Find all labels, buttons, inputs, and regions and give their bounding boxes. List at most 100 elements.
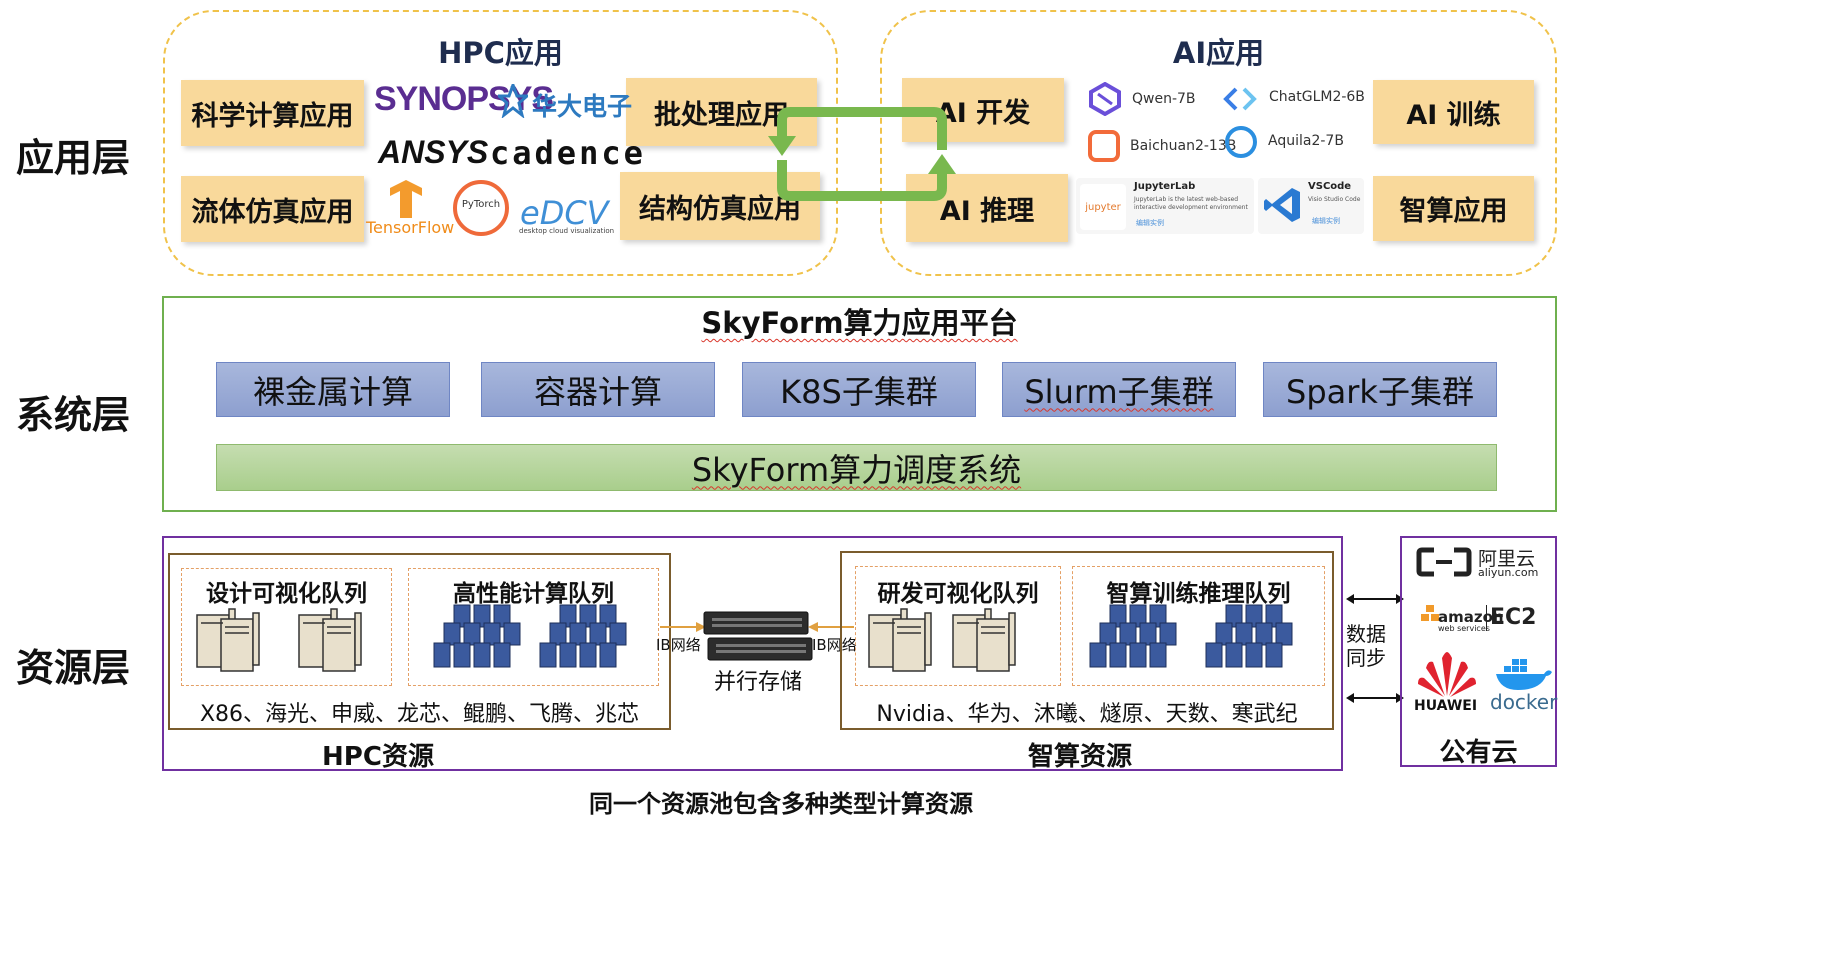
huada-logo: 华大电子: [532, 92, 633, 121]
cadence-logo: cadence: [490, 134, 646, 172]
platform-region: [162, 296, 1557, 512]
resource-pool-region: [162, 536, 1343, 771]
aws-boxes-icon: [1420, 604, 1440, 624]
model-label-aquila: Aquila2-7B: [1268, 133, 1344, 149]
jupyterlab-card[interactable]: jupyter JupyterLab JupyterLab is the lat…: [1076, 178, 1254, 234]
module-bare-metal[interactable]: 裸金属计算: [216, 362, 450, 417]
edcv-subtitle: desktop cloud visualization: [519, 227, 615, 235]
amazon-subtitle: web services: [1438, 624, 1490, 633]
ib-network-left: IB网络: [656, 636, 701, 654]
app-box-ai-inference[interactable]: AI 推理: [906, 174, 1068, 242]
vscode-title: VSCode: [1308, 181, 1352, 192]
ec2-label: EC2: [1490, 605, 1537, 630]
ai-vendor-list: Nvidia、华为、沐曦、燧原、天数、寒武纪: [876, 702, 1298, 727]
amazon-label: amazon: [1438, 608, 1504, 626]
workstation-icon: [298, 608, 362, 672]
app-box-structural-simulation[interactable]: 结构仿真应用: [620, 172, 820, 240]
model-label-qwen: Qwen-7B: [1132, 91, 1196, 107]
module-slurm[interactable]: Slurm子集群: [1002, 362, 1236, 417]
app-box-scientific[interactable]: 科学计算应用: [181, 80, 364, 146]
pytorch-icon: [453, 180, 509, 236]
queue-hpc[interactable]: [408, 568, 659, 686]
aliyun-label: 阿里云: [1478, 548, 1536, 570]
jupyterlab-title: JupyterLab: [1134, 181, 1196, 192]
sync-arrow-top-icon: [1346, 594, 1404, 604]
server-cluster-icon: [433, 604, 521, 668]
hpc-app-region: [163, 10, 838, 276]
layer-label-system: 系统层: [16, 393, 131, 437]
workstation-icon: [952, 608, 1016, 672]
hpc-resource-title: HPC资源: [322, 742, 434, 772]
ansys-logo: ANSYS: [378, 134, 489, 170]
hpc-vendor-list: X86、海光、申威、龙芯、鲲鹏、飞腾、兆芯: [199, 702, 640, 727]
vscode-action[interactable]: 编辑实例: [1312, 217, 1340, 225]
storage-array-icon: [703, 611, 813, 661]
jupyterlab-desc: JupyterLab is the latest web-based inter…: [1134, 196, 1248, 211]
chatglm-icon: [1222, 86, 1258, 112]
app-box-fluid-simulation[interactable]: 流体仿真应用: [181, 176, 364, 242]
platform-title-wrap: SkyForm算力应用平台: [162, 300, 1557, 342]
ai-resource-title: 智算资源: [1027, 742, 1132, 772]
jupyterlab-action[interactable]: 编辑实例: [1136, 219, 1164, 227]
vscode-desc: Visio Studio Code: [1308, 196, 1361, 203]
queue-rd-visualization[interactable]: [855, 566, 1061, 686]
tensorflow-logo: TensorFlow: [366, 218, 455, 237]
resource-pool-caption: 同一个资源池包含多种类型计算资源: [589, 790, 973, 818]
data-sync-label: 数据同步: [1346, 622, 1386, 670]
scheduler-label: SkyForm算力调度系统: [691, 450, 1022, 489]
workstation-icon: [868, 608, 932, 672]
server-cluster-icon: [539, 604, 627, 668]
docker-whale-icon: [1494, 656, 1554, 692]
docker-label: docker: [1490, 690, 1558, 714]
edcv-logo: eDCV: [520, 194, 609, 232]
server-cluster-icon: [1205, 604, 1293, 668]
baichuan-icon: [1088, 130, 1120, 162]
platform-title: SkyForm算力应用平台: [701, 306, 1018, 340]
hpc-app-title: HPC应用: [438, 36, 563, 70]
model-label-chatglm: ChatGLM2-6B: [1269, 89, 1365, 105]
qwen-icon: [1088, 81, 1122, 117]
aquila-icon: [1225, 126, 1257, 158]
module-spark[interactable]: Spark子集群: [1263, 362, 1497, 417]
queue-title-hpc: 高性能计算队列: [453, 581, 614, 607]
pytorch-logo: PyTorch: [461, 199, 501, 210]
huada-star-icon: [495, 80, 531, 119]
aws-divider: [1486, 605, 1487, 631]
ib-network-right: IB网络: [812, 636, 857, 654]
vscode-card[interactable]: VSCode Visio Studio Code 编辑实例: [1258, 178, 1364, 234]
queue-title-design-visualization: 设计可视化队列: [206, 581, 367, 607]
layer-label-resource: 资源层: [16, 646, 131, 690]
jupyter-icon: jupyter: [1080, 184, 1126, 230]
ib-arrow-right-icon: [808, 622, 854, 632]
ib-arrow-left-icon: [660, 622, 706, 632]
module-k8s[interactable]: K8S子集群: [742, 362, 976, 417]
sync-arrow-bottom-icon: [1346, 693, 1404, 703]
tensorflow-icon: [388, 180, 424, 220]
vscode-icon: [1262, 184, 1304, 226]
aliyun-icon: [1416, 547, 1472, 577]
public-cloud-title: 公有云: [1439, 738, 1518, 768]
loop-arrows: [768, 107, 956, 201]
queue-title-ai-training-inference: 智算训练推理队列: [1106, 581, 1291, 607]
ai-app-region: [880, 10, 1557, 276]
ai-app-title: AI应用: [1172, 36, 1265, 70]
module-slurm-label: Slurm子集群: [1024, 372, 1214, 411]
queue-title-rd-visualization: 研发可视化队列: [877, 581, 1039, 607]
app-box-ai-training[interactable]: AI 训练: [1373, 80, 1534, 144]
hpc-resource-box: [168, 553, 671, 730]
scheduler-bar[interactable]: SkyForm算力调度系统: [216, 444, 1497, 491]
layer-label-app: 应用层: [16, 136, 131, 180]
module-container[interactable]: 容器计算: [481, 362, 715, 417]
aliyun-url: aliyun.com: [1478, 566, 1539, 579]
huawei-label: HUAWEI: [1414, 698, 1478, 714]
app-box-ai-dev[interactable]: AI 开发: [902, 78, 1064, 142]
workstation-icon: [196, 608, 260, 672]
queue-ai-training-inference[interactable]: [1072, 566, 1325, 686]
public-cloud-region: [1400, 536, 1557, 767]
ai-resource-box: [840, 551, 1334, 730]
parallel-storage-label: 并行存储: [713, 670, 802, 695]
app-box-intelligent-computing[interactable]: 智算应用: [1373, 176, 1534, 241]
model-label-baichuan: Baichuan2-13B: [1130, 138, 1237, 154]
queue-design-visualization[interactable]: [181, 568, 392, 686]
huawei-icon: [1416, 650, 1478, 698]
